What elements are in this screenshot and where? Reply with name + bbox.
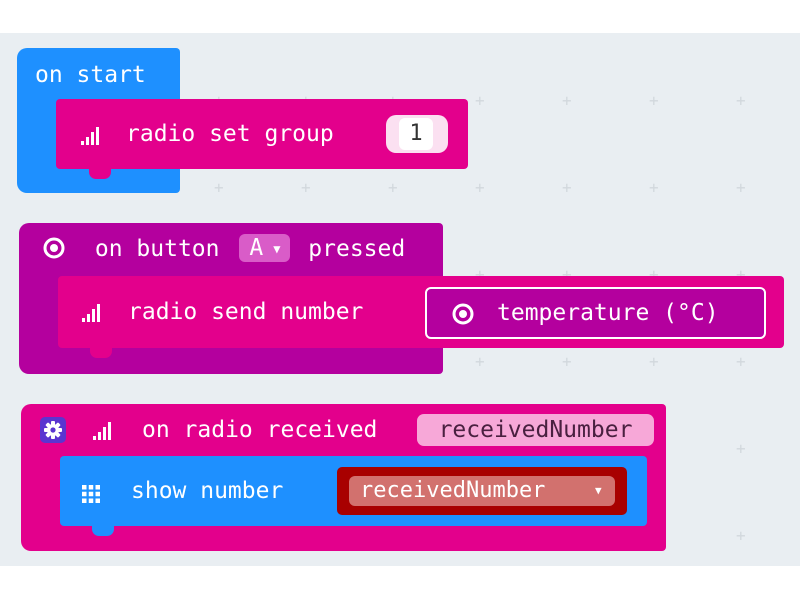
grid-plus: + xyxy=(736,178,746,197)
on-start-label: on start xyxy=(35,62,146,88)
button-dropdown[interactable]: A▼ xyxy=(239,234,291,262)
block-notch xyxy=(89,169,111,179)
temperature-reporter[interactable]: temperature (°C) xyxy=(425,287,766,339)
grid-plus: + xyxy=(649,91,659,110)
grid-plus: + xyxy=(649,178,659,197)
on-radio-received-label: on radio received xyxy=(142,417,378,443)
temperature-label: temperature (°C) xyxy=(497,300,719,326)
radio-set-group-label: radio set group xyxy=(126,121,334,147)
grid-plus: + xyxy=(388,178,398,197)
block-notch xyxy=(92,526,114,536)
signal-bars-icon xyxy=(81,127,103,145)
grid-plus: + xyxy=(736,265,746,284)
gear-icon[interactable] xyxy=(40,417,66,443)
grid-plus: + xyxy=(475,178,485,197)
grid-plus: + xyxy=(562,178,572,197)
grid-plus: + xyxy=(649,352,659,371)
grid-plus: + xyxy=(736,526,746,545)
block-notch xyxy=(90,348,112,358)
input-radio-icon xyxy=(41,235,67,261)
signal-bars-icon xyxy=(82,304,104,322)
pressed-label: pressed xyxy=(308,236,406,262)
grid-plus: + xyxy=(736,91,746,110)
show-number-block[interactable]: show number receivedNumber ▼ xyxy=(60,456,647,536)
group-number-value[interactable]: 1 xyxy=(399,118,433,150)
group-number-slot[interactable]: 1 xyxy=(386,115,448,153)
radio-send-number-label: radio send number xyxy=(128,299,364,325)
on-button-label: on button xyxy=(94,236,220,262)
grid-plus: + xyxy=(562,91,572,110)
dropdown-arrow-icon: ▼ xyxy=(273,242,281,256)
variable-dropdown[interactable]: receivedNumber ▼ xyxy=(349,476,615,506)
dropdown-arrow-icon: ▼ xyxy=(595,484,602,497)
button-dropdown-value: A xyxy=(249,235,264,261)
grid-plus: + xyxy=(562,352,572,371)
grid-plus: + xyxy=(562,265,572,284)
grid-plus: + xyxy=(475,352,485,371)
grid-plus: + xyxy=(475,91,485,110)
variable-reporter[interactable]: receivedNumber ▼ xyxy=(337,467,627,515)
received-number-param[interactable]: receivedNumber xyxy=(417,414,654,446)
grid-plus: + xyxy=(736,352,746,371)
led-grid-icon xyxy=(82,483,100,503)
radio-send-number-block[interactable]: radio send number temperature (°C) xyxy=(58,276,784,358)
input-radio-icon xyxy=(450,301,476,327)
radio-set-group-block[interactable]: radio set group 1 xyxy=(56,99,468,179)
signal-bars-icon xyxy=(93,422,115,440)
blocks-workspace[interactable]: ++++++++++++++++++++++++++++++++++++++++… xyxy=(0,33,800,566)
grid-plus: + xyxy=(649,265,659,284)
variable-name: receivedNumber xyxy=(360,478,546,503)
grid-plus: + xyxy=(214,178,224,197)
grid-plus: + xyxy=(736,439,746,458)
show-number-label: show number xyxy=(131,478,284,504)
grid-plus: + xyxy=(475,265,485,284)
grid-plus: + xyxy=(301,178,311,197)
